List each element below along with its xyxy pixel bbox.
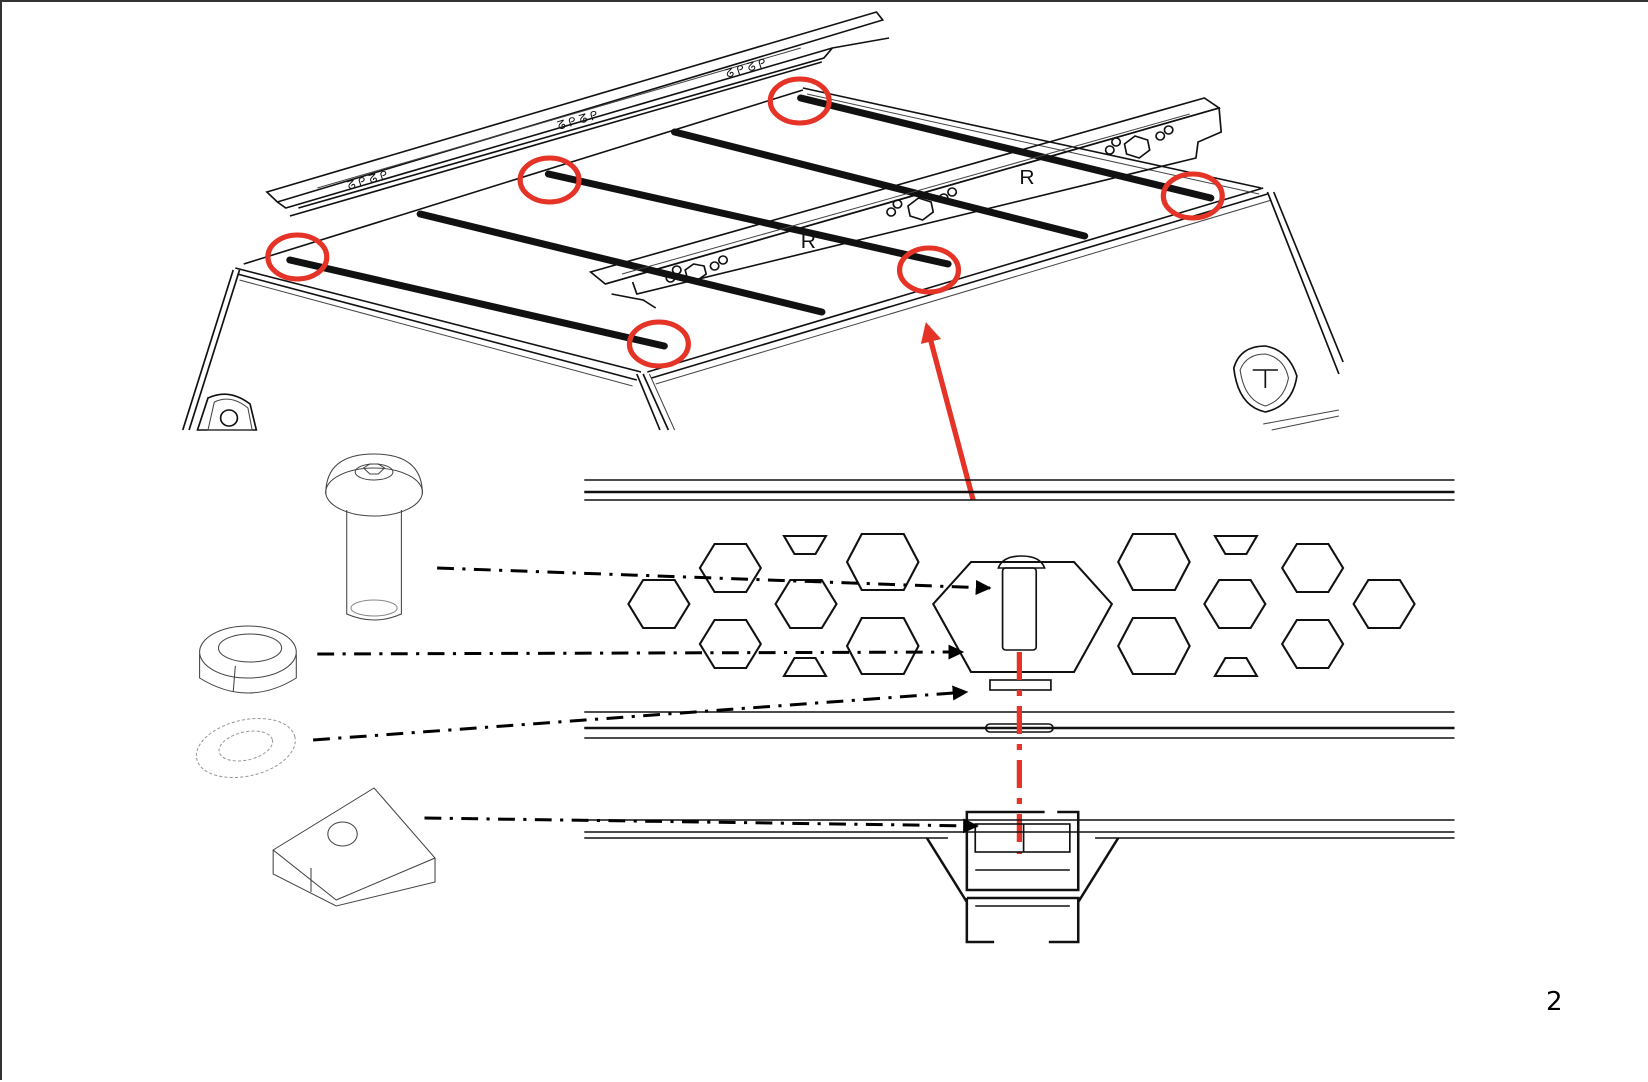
crossbar-detail xyxy=(584,479,1455,854)
mount-point-marker xyxy=(626,319,691,369)
flat-washer xyxy=(195,717,296,779)
callout-arrow xyxy=(920,322,976,501)
roof-tracks xyxy=(286,94,1215,350)
button-head-hex-bolt xyxy=(325,453,423,621)
hex-cutout-pattern xyxy=(665,125,1174,283)
crossbar-right: R R xyxy=(588,97,1223,309)
mount-point-markers xyxy=(265,76,1225,369)
page-number: 2 xyxy=(1546,987,1563,1017)
brand-logo-mark: R xyxy=(801,230,816,252)
mount-point-marker xyxy=(896,245,962,295)
track-profile xyxy=(584,810,1455,944)
hex-cutouts xyxy=(627,533,1416,677)
crossbar-logo-text: ᘔ ᑭ ᘔ ᑭ xyxy=(724,56,768,81)
mount-point-marker xyxy=(517,155,582,205)
mount-point-marker xyxy=(265,232,330,282)
washer-installed xyxy=(989,679,1052,691)
brand-logo-mark: R xyxy=(1019,166,1034,188)
mount-point-marker xyxy=(767,76,832,126)
latch-icon-left xyxy=(196,393,258,431)
canopy-body xyxy=(181,87,1344,431)
leader-flat-washer xyxy=(312,685,969,742)
t-slot-nut xyxy=(272,787,436,907)
spring-washer xyxy=(199,625,297,694)
bolt-installed xyxy=(997,555,1046,651)
latch-icon-right xyxy=(1232,345,1298,413)
mount-point-marker xyxy=(1160,171,1225,221)
